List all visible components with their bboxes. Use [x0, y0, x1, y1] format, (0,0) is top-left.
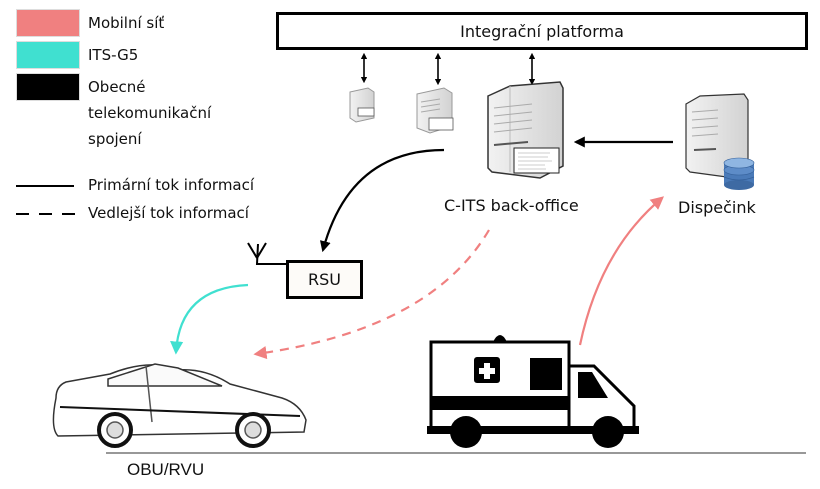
rsu-box: RSU — [286, 260, 363, 299]
legend-swatch-itsg5 — [16, 41, 80, 69]
legend-swatch-general — [16, 73, 80, 101]
arrow-backoffice-to-car — [253, 229, 490, 360]
legend-label-secondary: Vedlejší tok informací — [88, 204, 249, 222]
legend-label-general: Obecné — [88, 78, 146, 96]
car-icon — [52, 363, 307, 448]
arrow-backoffice-to-rsu — [319, 148, 445, 253]
backoffice-label: C-ITS back-office — [444, 196, 579, 215]
dispatch-label: Dispečink — [678, 198, 756, 217]
arrow-ambulance-to-dispatch — [578, 196, 665, 346]
antenna-icon — [247, 242, 286, 265]
server-icon-small-2 — [416, 87, 454, 134]
legend-swatch-mobile — [16, 9, 80, 37]
arrow-rsu-to-car — [170, 283, 249, 355]
legend-label-mobile: Mobilní síť — [88, 14, 165, 32]
server-icon-small-1 — [349, 87, 375, 123]
legend-label-primary: Primární tok informací — [88, 176, 255, 194]
integration-platform-box: Integrační platforma — [276, 12, 808, 50]
legend-label-general-3: spojení — [88, 130, 142, 148]
backoffice-server-icon — [487, 81, 564, 179]
legend-label-itsg5: ITS-G5 — [88, 46, 139, 64]
database-icon — [723, 157, 755, 190]
legend-label-general-2: telekomunikační — [88, 104, 212, 122]
vehicle-label: OBU/RVU — [127, 460, 205, 479]
ambulance-icon — [427, 335, 639, 448]
